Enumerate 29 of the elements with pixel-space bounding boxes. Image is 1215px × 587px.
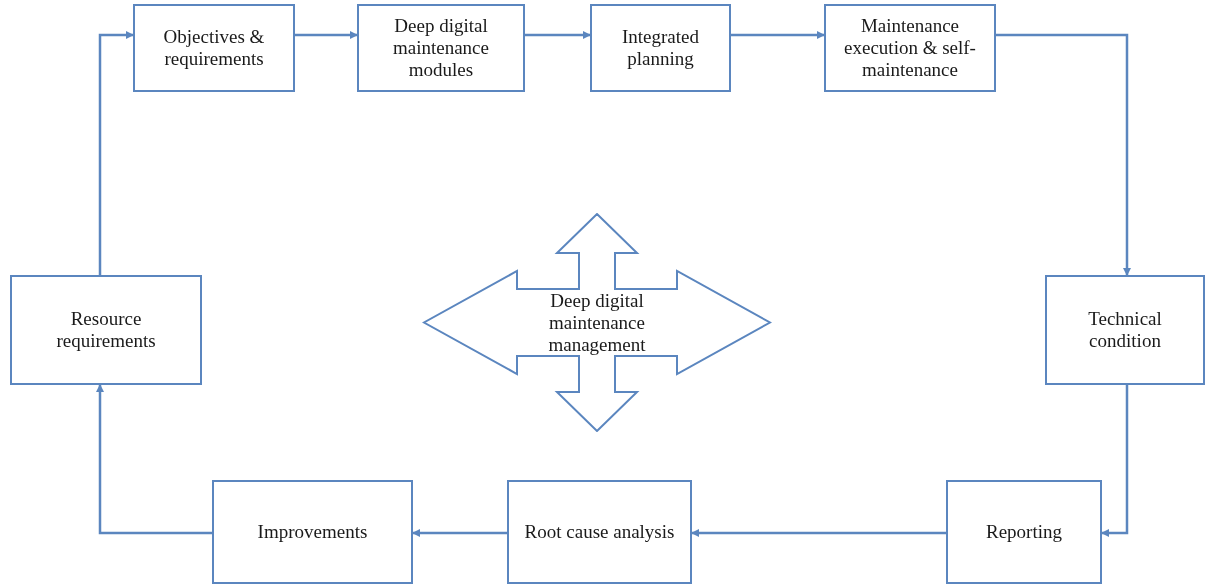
box-label: Resource requirements (55, 308, 157, 352)
box-label: Integrated planning (621, 26, 700, 70)
box-label: Deep digital maintenance modules (392, 15, 490, 81)
arrow (731, 31, 825, 39)
arrow (412, 529, 507, 537)
box-label: Maintenance execution & self-maintenance (843, 15, 977, 81)
process-box (507, 480, 692, 584)
box-label: Improvements (256, 521, 369, 543)
process-box (357, 4, 525, 92)
box-label: Deep digital maintenance management (547, 289, 647, 356)
process-box (1045, 275, 1205, 385)
box-label: Objectives & requirements (162, 26, 266, 70)
process-box (590, 4, 731, 92)
process-box (133, 4, 295, 92)
arrow (691, 529, 946, 537)
process-box (10, 275, 202, 385)
arrow (525, 31, 591, 39)
box-label: Technical condition (1087, 308, 1163, 352)
four-way-arrow (422, 213, 772, 432)
box-label: Root cause analysis (523, 521, 676, 543)
process-box (946, 480, 1102, 584)
arrow (98, 31, 134, 275)
arrow (996, 33, 1131, 276)
process-box (824, 4, 996, 92)
box-label: Reporting (985, 521, 1063, 543)
process-box (212, 480, 413, 584)
arrow (295, 31, 358, 39)
arrow (1101, 385, 1129, 537)
arrow (96, 384, 212, 535)
